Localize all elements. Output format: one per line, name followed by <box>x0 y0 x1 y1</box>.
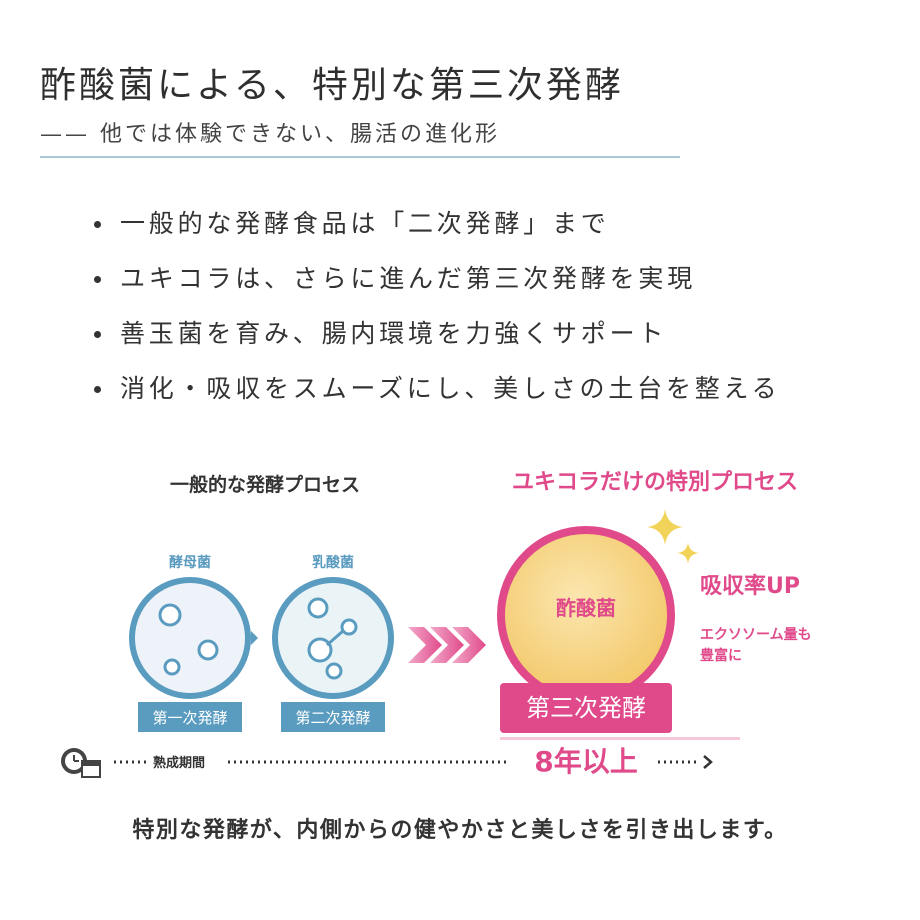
acetic-acid-circle: 酢酸菌 第三次発酵 <box>497 526 675 733</box>
absorption-label: 吸収率UP <box>700 573 800 599</box>
clock-calendar-icon <box>61 748 101 778</box>
maturation-label: 熟成期間 <box>153 755 205 771</box>
feature-item: ユキコラは、さらに進んだ第三次発酵を実現 <box>94 257 780 312</box>
footer-message: 特別な発酵が、内側からの健やかさと美しさを引き出します。 <box>132 818 788 843</box>
triple-chevron-right-icon <box>408 627 486 663</box>
feature-list: 一般的な発酵食品は「二次発酵」まで ユキコラは、さらに進んだ第三次発酵を実現 善… <box>94 202 780 422</box>
second-fermentation-label: 第二次発酵 <box>295 709 370 727</box>
timeline-arrow-icon <box>703 755 713 769</box>
lactic-label: 乳酸菌 <box>312 554 354 571</box>
feature-item: 善玉菌を育み、腸内環境を力強くサポート <box>94 312 780 367</box>
title-underline <box>40 156 680 158</box>
page-title: 酢酸菌による、特別な第三次発酵 <box>40 65 624 106</box>
yeast-label: 酵母菌 <box>169 554 211 571</box>
sparkle-icon <box>677 542 699 564</box>
general-process-heading: 一般的な発酵プロセス <box>170 473 360 496</box>
yeast-circle: 酵母菌 第一次発酵 <box>129 554 251 732</box>
arrow-icon <box>251 631 258 645</box>
first-fermentation-label: 第一次発酵 <box>152 709 227 727</box>
fermentation-diagram: 一般的な発酵プロセス ユキコラだけの特別プロセス 酵母菌 第一次発酵 乳酸菌 第… <box>0 455 920 815</box>
timeline-highlight-bar <box>500 737 740 740</box>
third-fermentation-label: 第三次発酵 <box>526 694 646 722</box>
exosome-line-2: 豊富に <box>700 647 742 664</box>
acetic-label: 酢酸菌 <box>556 596 616 620</box>
page-subtitle: —— 他では体験できない、腸活の進化形 <box>40 122 500 147</box>
lactic-circle: 乳酸菌 第二次発酵 <box>272 554 394 732</box>
sparkle-icon <box>647 509 683 545</box>
years-label: 8年以上 <box>534 745 637 778</box>
exosome-line-1: エクソソーム量も <box>700 627 812 643</box>
feature-item: 消化・吸収をスムーズにし、美しさの土台を整える <box>94 367 780 422</box>
special-process-heading: ユキコラだけの特別プロセス <box>512 469 798 495</box>
feature-item: 一般的な発酵食品は「二次発酵」まで <box>94 202 780 257</box>
